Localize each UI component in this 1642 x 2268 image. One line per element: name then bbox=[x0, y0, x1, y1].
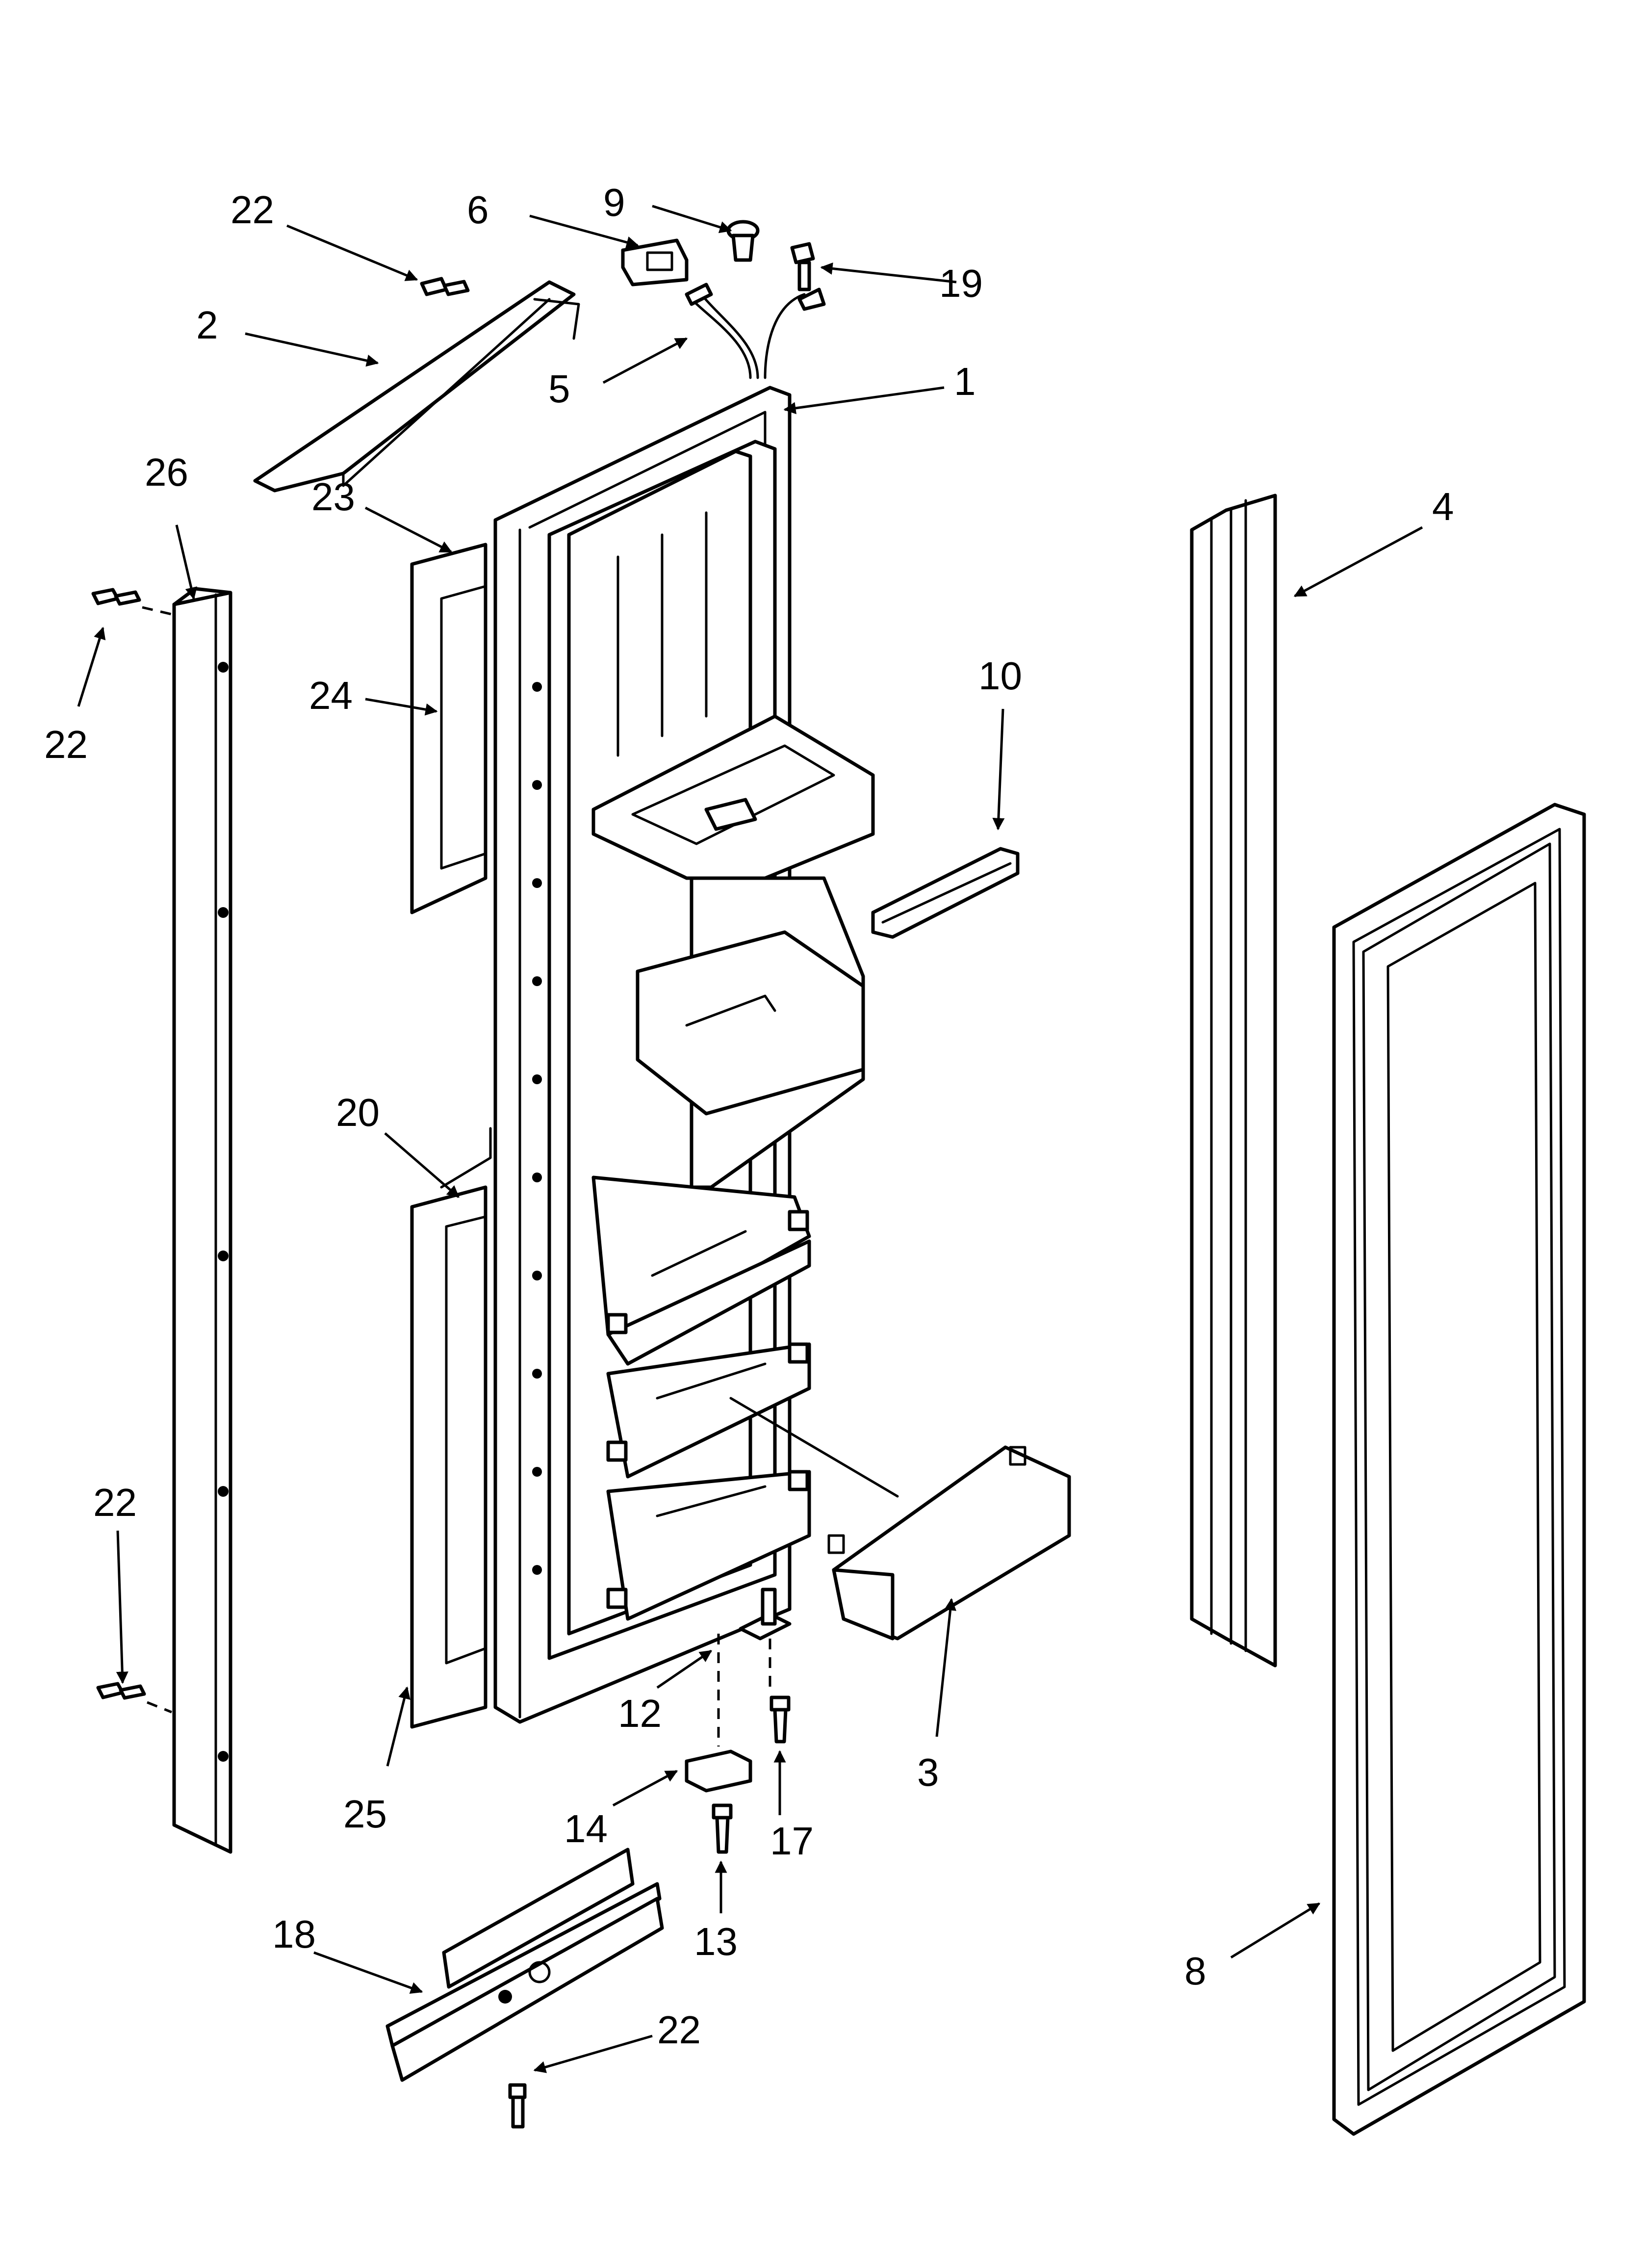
callout-17: 17 bbox=[770, 1819, 814, 1863]
callout-14: 14 bbox=[564, 1807, 608, 1851]
callout-12: 12 bbox=[618, 1692, 662, 1735]
callout-22-top: 22 bbox=[231, 188, 274, 232]
callout-13: 13 bbox=[694, 1920, 738, 1963]
screw-part-22-top bbox=[420, 277, 470, 296]
callout-1: 1 bbox=[954, 360, 976, 403]
screw-part-17 bbox=[770, 1695, 791, 1744]
left-side-trim-part-26 bbox=[172, 587, 232, 1854]
callout-24: 24 bbox=[309, 674, 353, 717]
callout-20: 20 bbox=[336, 1091, 380, 1134]
callout-18: 18 bbox=[272, 1912, 316, 1956]
callout-10: 10 bbox=[978, 654, 1022, 698]
callout-22-left-lower: 22 bbox=[93, 1481, 137, 1524]
callout-3: 3 bbox=[917, 1750, 939, 1794]
shelf-bracket-part-3 bbox=[827, 1445, 1071, 1641]
door-gasket-part-8 bbox=[1332, 803, 1586, 2136]
channel-part-10 bbox=[871, 847, 1020, 939]
upper-panel-part-23 bbox=[410, 543, 487, 914]
screw-part-13 bbox=[712, 1803, 733, 1854]
hinge-part-12 bbox=[717, 1588, 792, 1747]
callout-9: 9 bbox=[603, 181, 625, 224]
wire-harness-part-5 bbox=[685, 283, 826, 379]
bottom-bracket-part-18 bbox=[385, 1848, 664, 2082]
callout-5: 5 bbox=[548, 367, 570, 411]
callout-22-bottom: 22 bbox=[657, 2008, 701, 2052]
callout-labels: 22 6 9 19 2 5 1 26 23 4 10 24 22 20 22 1… bbox=[44, 181, 1454, 2052]
lower-panel-part-20 bbox=[440, 1127, 492, 1189]
block-part-14 bbox=[685, 1749, 752, 1793]
callout-4: 4 bbox=[1432, 485, 1454, 528]
right-side-trim-part-4 bbox=[1190, 494, 1277, 1668]
screw-part-22-upper-left bbox=[91, 588, 172, 616]
plug-part-9 bbox=[726, 220, 760, 262]
lower-panel-part-25 bbox=[410, 1185, 487, 1729]
callout-2: 2 bbox=[196, 303, 218, 347]
screw-part-19 bbox=[790, 242, 815, 291]
callout-26: 26 bbox=[145, 450, 188, 494]
screw-part-22-lower-left bbox=[96, 1682, 172, 1714]
callout-8: 8 bbox=[1184, 1949, 1206, 1993]
callout-23: 23 bbox=[311, 475, 355, 519]
callout-25: 25 bbox=[343, 1792, 387, 1836]
screw-part-22-bottom bbox=[508, 2083, 527, 2129]
callout-6: 6 bbox=[467, 188, 489, 232]
callout-19: 19 bbox=[939, 261, 983, 305]
callout-22-left-upper: 22 bbox=[44, 723, 88, 766]
top-trim-part-2 bbox=[253, 280, 580, 493]
door-liner-part-1 bbox=[493, 386, 899, 1724]
connector-part-6 bbox=[621, 238, 689, 287]
leader-lines bbox=[77, 205, 1423, 2073]
